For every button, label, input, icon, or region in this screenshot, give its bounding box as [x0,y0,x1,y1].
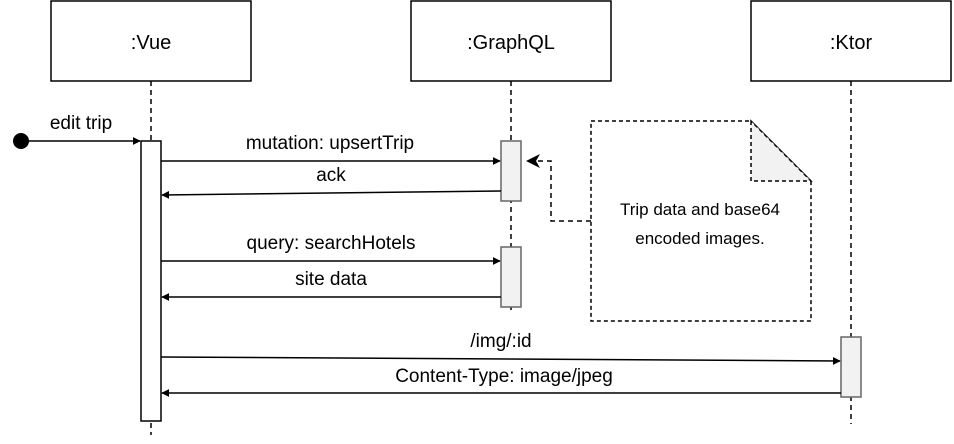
message-mutation-label: mutation: upsertTrip [246,133,414,154]
message-query: query: searchHotels [161,233,501,265]
message-ack: ack [161,162,502,199]
ktor-activation [840,336,862,398]
graphql-activation-query [500,246,522,308]
participant-ktor-label: :Ktor [830,32,873,54]
note-line-1: Trip data and base64 [620,200,780,219]
message-content-type: Content-Type: image/jpeg [161,366,841,397]
participant-ktor: :Ktor [750,0,952,82]
message-site-data: site data [161,269,501,301]
vue-activation [140,140,162,422]
message-query-label: query: searchHotels [247,233,416,254]
participant-graphql-label: :GraphQL [467,32,555,54]
message-edit-trip-label: edit trip [50,113,112,134]
participant-vue-label: :Vue [131,32,171,54]
note-connector-arrowhead [526,154,540,168]
participant-graphql: :GraphQL [410,0,612,82]
message-mutation: mutation: upsertTrip [161,133,501,165]
graphql-activation-mutation [500,140,522,202]
message-ack-label: ack [316,165,346,186]
message-img: /img/:id [160,331,841,365]
note-connector [526,154,591,222]
message-edit-trip: edit trip [13,113,141,149]
message-img-label: /img/:id [470,331,531,352]
participant-vue: :Vue [50,0,252,82]
message-site-data-label: site data [295,269,367,290]
note-line-2: encoded images. [635,229,764,248]
message-content-type-label: Content-Type: image/jpeg [395,366,613,387]
note: Trip data and base64 encoded images. [590,119,813,322]
